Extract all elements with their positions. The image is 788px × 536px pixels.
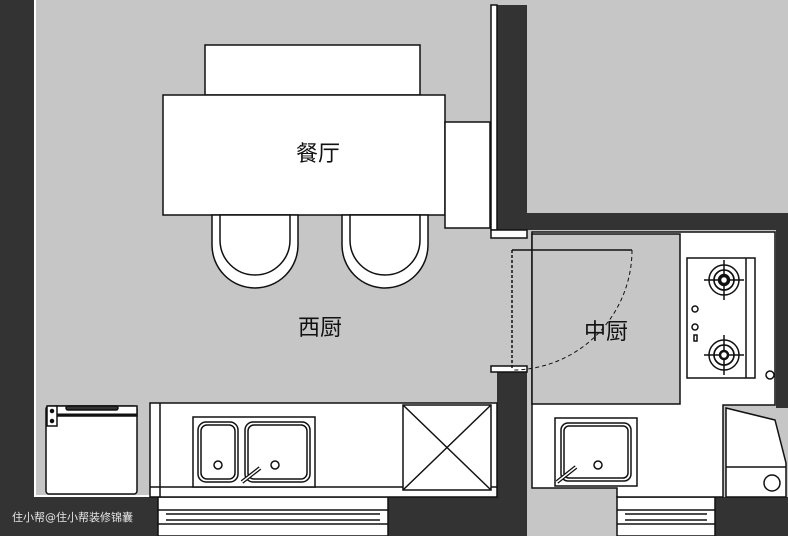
appliance-box <box>402 404 492 491</box>
watermark: 住小帮@住小帮装修锦囊 <box>12 511 133 524</box>
burner-icon <box>704 335 744 375</box>
room-label-western-kitchen: 西厨 <box>298 316 343 341</box>
fridge-chinese-kitchen <box>725 407 787 498</box>
fridge-west-kitchen <box>45 405 138 495</box>
room-label-chinese-kitchen: 中厨 <box>584 320 629 345</box>
window-west <box>157 496 389 536</box>
chair <box>211 214 299 289</box>
gas-stove <box>686 257 775 380</box>
chair <box>341 214 429 289</box>
burner-icon <box>704 260 744 300</box>
window-chinese-kitchen <box>616 496 716 536</box>
sink-chinese-kitchen <box>554 417 638 487</box>
sink-west-kitchen <box>192 416 316 488</box>
sliding-door <box>511 249 633 371</box>
room-label-dining: 餐厅 <box>296 142 341 167</box>
dining-set <box>162 44 491 289</box>
chinese-kitchen-floor <box>531 233 681 405</box>
